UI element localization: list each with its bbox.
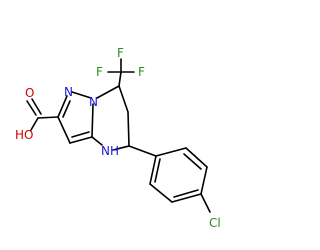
bond-c3a-c3 [69,136,93,144]
bond-aryl-5 [149,183,173,203]
bond-n4-c3a [91,136,103,146]
bond-c3-c2 [57,116,71,144]
bond-c3a-c3-double [71,131,90,138]
bond-aryl-double-b [173,189,199,198]
bond-layer [26,58,211,213]
bond-aryl-3 [200,166,208,195]
fluorine-right-label: F [138,65,145,79]
bond-aryl-6 [149,155,157,185]
bond-aryl-4 [171,193,202,203]
bond-c2-n1-double [62,100,71,118]
fluorine-top-label: F [117,46,124,60]
bond-cooh-o-a [26,100,37,116]
bond-c2-cooh [37,116,59,119]
bond-aryl-cl [200,193,211,213]
bond-c5-aryl [128,145,157,157]
nitrogen-ring-top-label: N [64,85,73,99]
bond-aryl-2 [185,147,208,168]
bond-c6-c5 [127,111,130,147]
structure-canvas: N N NH HO O F F F Cl [15,46,221,230]
fluorine-left-label: F [96,65,103,79]
bond-aryl-1 [155,147,187,157]
bond-c7-cf3 [118,71,122,87]
bond-n1-n2 [71,91,92,99]
bond-cooh-oh [30,117,39,131]
bond-n2-c7 [96,85,120,99]
bond-c5-n4 [112,145,130,151]
atom-label-layer: N N NH HO O F F F Cl [15,46,221,230]
bond-cooh-o-b [31,98,42,115]
molecule-diagram: N N NH HO O F F F Cl [15,46,221,230]
bond-aryl-double-a [183,153,202,170]
bond-c7-c6 [118,85,129,113]
acid-hydroxyl-label: HO [15,128,33,142]
nitrogen-bridge-label: N [89,95,98,109]
bond-aryl-double-c [154,158,161,183]
bond-n2-c3a [91,103,94,138]
acid-carbonyl-oxygen-label: O [25,86,34,100]
chlorine-label: Cl [209,216,221,230]
amine-label: NH [101,144,119,158]
bond-c2-n1 [57,95,68,118]
